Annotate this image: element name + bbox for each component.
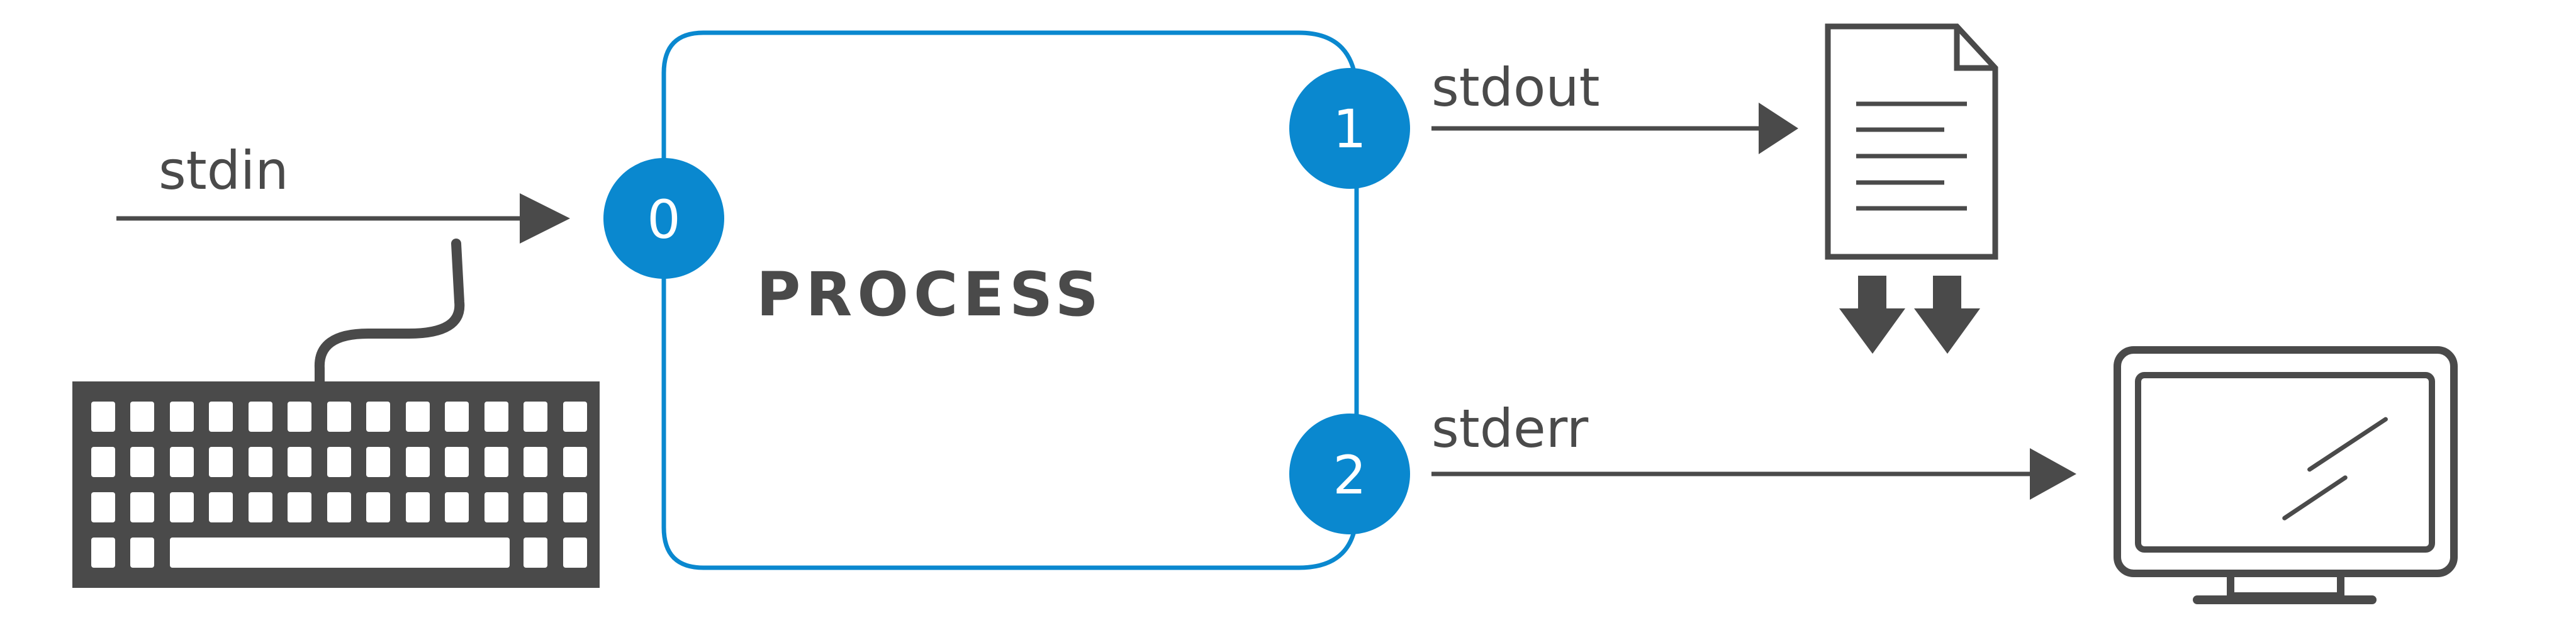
keyboard-key: [524, 538, 547, 568]
stderr-arrowhead: [2030, 448, 2076, 500]
stdout-stream: stdout: [1431, 57, 1798, 154]
keyboard-key: [406, 402, 430, 432]
fd-0-label: 0: [647, 189, 680, 251]
keyboard-key: [484, 402, 508, 432]
keyboard-key: [445, 402, 469, 432]
keyboard-icon: [72, 239, 600, 588]
stderr-label: stderr: [1431, 398, 1589, 459]
keyboard-key: [249, 402, 272, 432]
stdin-arrowhead: [520, 193, 570, 244]
keyboard-key: [249, 447, 272, 477]
keyboard-key: [524, 402, 547, 432]
keyboard-key: [91, 402, 115, 432]
keyboard-cable: [314, 239, 465, 388]
keyboard-key: [91, 538, 115, 568]
down-arrow-icon: [1914, 276, 1980, 354]
keyboard-key: [524, 447, 547, 477]
keyboard-key: [249, 492, 272, 522]
keyboard-key: [209, 492, 233, 522]
keyboard-key: [130, 402, 154, 432]
keyboard-key: [288, 402, 311, 432]
keyboard-key: [130, 538, 154, 568]
keyboard-key: [288, 447, 311, 477]
keyboard-key: [484, 447, 508, 477]
fd-0-badge: 0: [603, 158, 724, 279]
stdout-arrowhead: [1759, 103, 1798, 154]
fd-2-badge: 2: [1289, 414, 1410, 534]
process-label: PROCESS: [756, 259, 1104, 330]
keyboard-key: [91, 492, 115, 522]
stdout-label: stdout: [1431, 57, 1600, 118]
down-arrow-icon: [1839, 276, 1905, 354]
fd-1-label: 1: [1333, 98, 1366, 160]
keyboard-key: [209, 402, 233, 432]
keyboard-keys: [91, 402, 587, 568]
keyboard-key: [209, 447, 233, 477]
stdin-label: stdin: [159, 140, 289, 201]
keyboard-key: [130, 447, 154, 477]
keyboard-key: [563, 447, 587, 477]
document-icon: [1825, 23, 1998, 260]
keyboard-key: [327, 492, 351, 522]
monitor-icon: [2114, 346, 2458, 604]
keyboard-key: [288, 492, 311, 522]
keyboard-key: [170, 492, 194, 522]
keyboard-key: [170, 447, 194, 477]
keyboard-key: [91, 447, 115, 477]
keyboard-spacebar: [170, 538, 510, 568]
keyboard-key: [406, 492, 430, 522]
keyboard-key: [563, 402, 587, 432]
keyboard-key: [524, 492, 547, 522]
fd-1-badge: 1: [1289, 68, 1410, 189]
keyboard-key: [366, 402, 390, 432]
keyboard-key: [406, 447, 430, 477]
keyboard-key: [327, 402, 351, 432]
stderr-stream: stderr: [1431, 398, 2076, 500]
process-box: PROCESS: [661, 30, 1359, 570]
keyboard-key: [327, 447, 351, 477]
fd-2-label: 2: [1333, 444, 1366, 506]
keyboard-key: [445, 447, 469, 477]
keyboard-key: [366, 447, 390, 477]
keyboard-key: [563, 538, 587, 568]
keyboard-key: [563, 492, 587, 522]
keyboard-key: [170, 402, 194, 432]
keyboard-key: [130, 492, 154, 522]
stdin-stream: stdin: [116, 140, 570, 244]
keyboard-key: [366, 492, 390, 522]
keyboard-key: [484, 492, 508, 522]
keyboard-key: [445, 492, 469, 522]
